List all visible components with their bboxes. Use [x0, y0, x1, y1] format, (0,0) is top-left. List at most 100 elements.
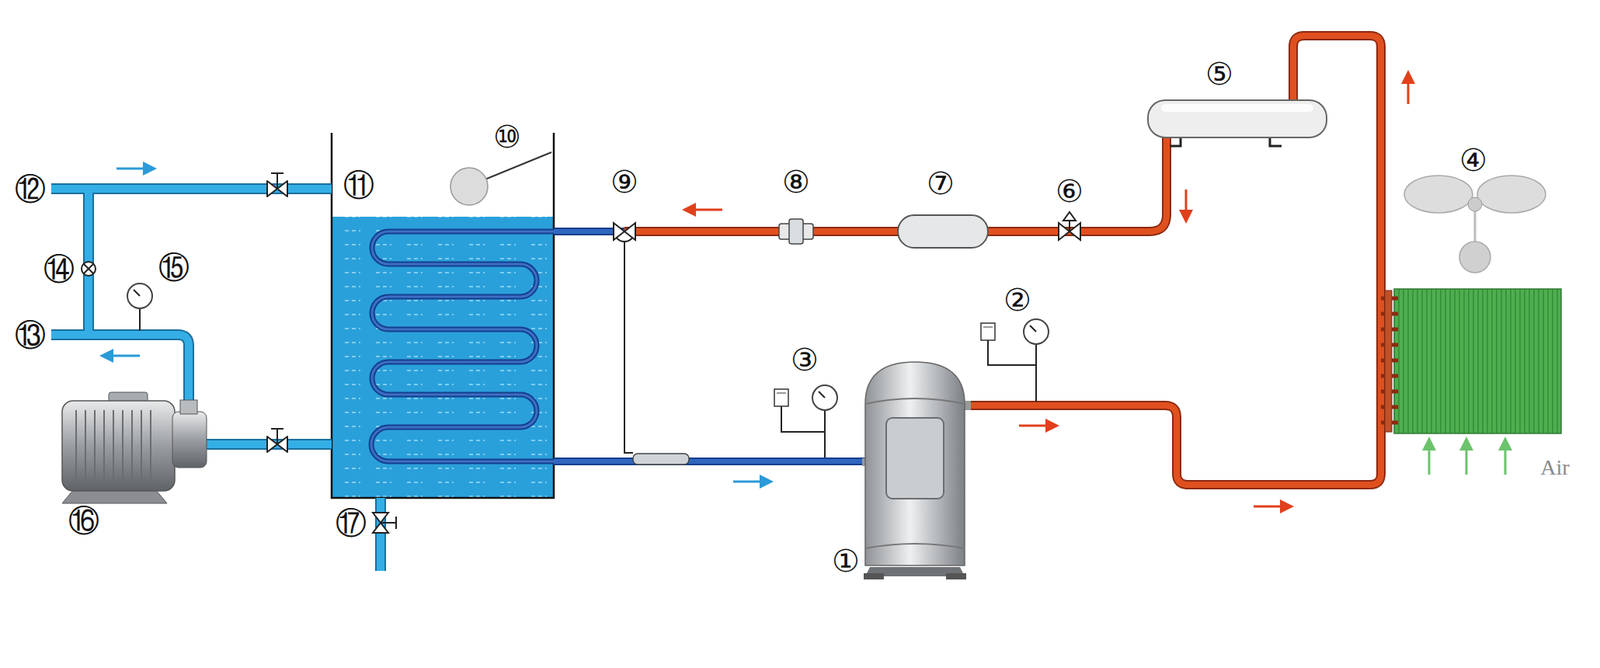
sight-glass: [789, 219, 804, 244]
condenser-fan: [1477, 175, 1546, 213]
water-pressure-gauge: [139, 308, 141, 331]
flow-arrows: [1504, 441, 1507, 475]
flow-arrows: [1407, 74, 1410, 105]
expansion-valve: [613, 222, 689, 465]
flow-arrows: [104, 354, 140, 358]
water-pump: [180, 400, 198, 414]
condenser-fan: [1459, 241, 1491, 273]
drain-valve: [395, 516, 397, 529]
compressor: [863, 573, 884, 580]
suction-gauges: [774, 385, 838, 458]
compressor: [865, 543, 965, 549]
bypass-valve: [81, 261, 96, 276]
refrigerant-lines: [624, 35, 1381, 485]
flow-arrows: [1428, 441, 1431, 475]
discharge-gauges: [1023, 319, 1049, 345]
flow-arrows: [733, 480, 769, 484]
water-pump: [149, 410, 152, 482]
water-pump: [103, 410, 105, 482]
callout-number: ⑨: [610, 166, 639, 198]
water-pressure-gauge: [127, 283, 153, 331]
evaporator-coil: [371, 231, 554, 462]
water-pump: [131, 410, 133, 482]
water-pump: [140, 410, 143, 482]
water-pump: [62, 400, 175, 491]
water-tank: [331, 132, 554, 498]
evaporator-coil: [371, 231, 554, 462]
water-pressure-gauge: [133, 289, 140, 296]
flow-arrows: [116, 167, 153, 171]
condenser-fan: [1467, 197, 1482, 212]
water-tank: [331, 132, 554, 498]
compressor: [865, 398, 965, 404]
refrigerant-lines: [624, 35, 1381, 485]
callout-number: ⑮: [158, 251, 190, 283]
flow-arrows: [1019, 424, 1055, 428]
condenser-fan: [1404, 175, 1473, 213]
suction-gauges: [818, 391, 825, 398]
flow-arrows: [104, 74, 1506, 507]
filter-drier: [897, 215, 988, 248]
drain-valve: [372, 512, 397, 533]
water-pump: [84, 410, 87, 482]
liquid-receiver: [1147, 100, 1327, 138]
water-pump: [76, 410, 151, 482]
callout-number: ⑪: [343, 169, 375, 201]
callout-number: ⑫: [14, 173, 46, 205]
water-pump: [112, 410, 115, 482]
suction-gauges: [812, 385, 838, 411]
discharge-gauges: [983, 326, 993, 328]
callout-number: ⑧: [782, 166, 811, 198]
callout-number: ⑭: [43, 253, 75, 285]
discharge-gauges: [987, 340, 1037, 402]
callout-number: ①: [831, 545, 860, 577]
compressor: [886, 417, 944, 499]
callout-number: ⑰: [335, 507, 367, 539]
callout-number: ⑥: [1055, 175, 1084, 207]
compressor: [862, 361, 971, 580]
liquid-receiver: [1169, 137, 1282, 147]
water-pump: [62, 392, 207, 504]
water-pump: [93, 410, 96, 482]
expansion-valve: [624, 231, 634, 453]
water-pressure-gauge: [127, 283, 153, 309]
evaporator-coil: [371, 231, 554, 462]
bypass-valve: [81, 261, 96, 276]
discharge-gauges: [980, 323, 995, 341]
drain-valve: [380, 521, 397, 524]
compressor: [964, 400, 971, 411]
condenser: [1394, 288, 1562, 434]
compressor: [865, 361, 965, 566]
condenser: [1380, 288, 1562, 434]
float-ball: [450, 167, 488, 206]
sight-glass: [779, 219, 814, 244]
expansion-valve: [613, 222, 636, 240]
bypass-valve: [83, 264, 94, 274]
solenoid-valve: [1063, 212, 1076, 221]
pump-valve: [267, 428, 288, 453]
callout-number: ⑤: [1205, 58, 1234, 90]
suction-gauges: [776, 393, 787, 394]
refrigerant-lines: [624, 35, 1381, 485]
suction-gauges: [774, 389, 789, 407]
flow-arrows: [686, 208, 723, 212]
solenoid-valve: [1058, 212, 1081, 240]
condenser-fan: [1404, 175, 1546, 273]
discharge-gauges: [1029, 325, 1037, 332]
condenser: [1384, 290, 1392, 432]
suction-line: [553, 231, 866, 462]
callout-number: ⑬: [14, 319, 46, 351]
callout-number: ⑦: [926, 167, 955, 199]
solenoid-valve: [1068, 220, 1071, 232]
compressor: [946, 573, 967, 580]
flow-arrows: [1253, 505, 1290, 508]
discharge-gauges: [980, 319, 1049, 402]
liquid-receiver: [1161, 104, 1314, 112]
water-pump: [121, 410, 124, 482]
suction-line: [553, 457, 866, 466]
callout-number: ④: [1459, 144, 1488, 176]
flow-arrows: [1465, 441, 1468, 475]
water-pump: [172, 411, 207, 468]
